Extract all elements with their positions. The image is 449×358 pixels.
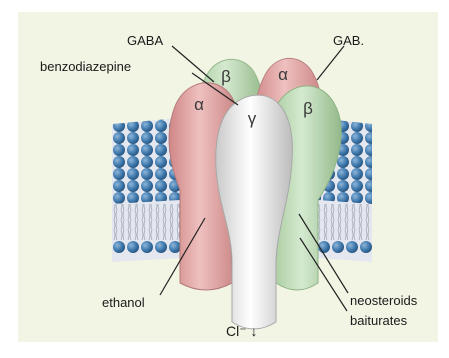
beta-front-label: β bbox=[303, 99, 313, 118]
gaba-right-label: GAB. bbox=[333, 33, 364, 48]
lipid-heads-bottom-left bbox=[113, 241, 181, 253]
alpha-front-label: α bbox=[194, 95, 204, 114]
gamma-label: γ bbox=[248, 109, 257, 128]
chloride-flow-label: Cl⁻ ↓ bbox=[226, 323, 258, 339]
gaba-left-label: GABA bbox=[127, 33, 163, 48]
neosteroids-label: neosteroids bbox=[350, 293, 418, 308]
beta-back-label: β bbox=[221, 67, 231, 86]
barbiturates-label: baiturates bbox=[350, 313, 408, 328]
benzodiazepine-label: benzodiazepine bbox=[40, 59, 131, 74]
alpha-back-label: α bbox=[278, 65, 288, 84]
ethanol-label: ethanol bbox=[102, 295, 145, 310]
